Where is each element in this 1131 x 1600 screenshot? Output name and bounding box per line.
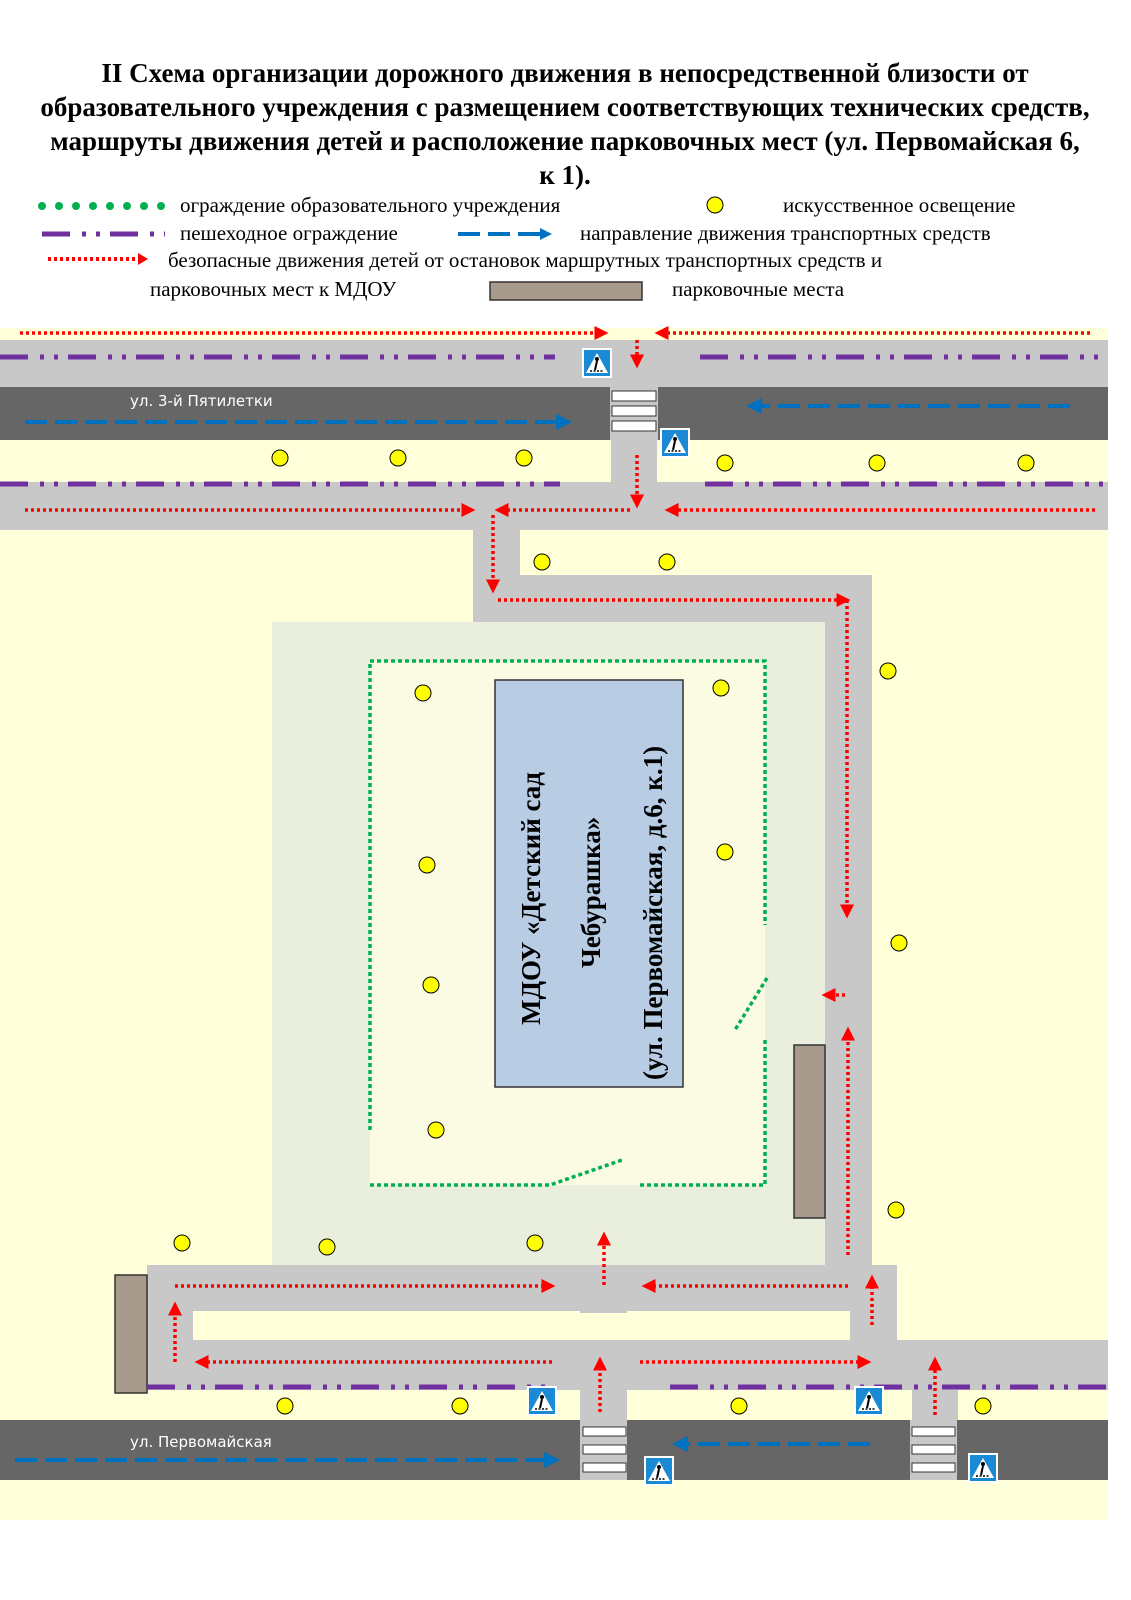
pedestrian-fence: [0, 354, 1108, 1390]
legend-lamp-icon: [706, 196, 724, 214]
lamp-icon: [173, 1234, 191, 1252]
page-title: II Схема организации дорожного движения …: [40, 58, 1090, 190]
legend-pedestrian-fence-label: пешеходное ограждение: [180, 221, 398, 245]
legend-parking-label: парковочные места: [672, 277, 845, 301]
lamp-icon: [451, 1397, 469, 1415]
crosswalk-top: [610, 387, 658, 440]
lamp-icon: [868, 454, 886, 472]
crosswalk-sign-icon: [968, 1453, 998, 1483]
legend-lighting-label: искусственное освещение: [783, 193, 1016, 217]
lamp-icon: [712, 679, 730, 697]
children-route-arrows: [20, 326, 1095, 1415]
crosswalk-sign-icon: [527, 1386, 557, 1416]
legend-fence-label: ограждение образовательного учреждения: [180, 193, 561, 217]
building-label-line1: МДОУ «Детский сад: [516, 772, 546, 1025]
crosswalk-bottom-right: [910, 1420, 957, 1480]
street-label-top: ул. 3-й Пятилетки: [130, 392, 273, 410]
lamp-icon: [974, 1397, 992, 1415]
lamp-icon: [658, 553, 676, 571]
street-label-bottom: ул. Первомайская: [130, 1433, 272, 1451]
legend-parking-swatch: [489, 281, 643, 301]
legend-route-label-1: безопасные движения детей от остановок м…: [168, 248, 883, 272]
traffic-direction-arrows: [15, 398, 1070, 1468]
building-label-line2: Чебурашка»: [576, 817, 606, 968]
school-fence: [368, 659, 769, 1187]
lamp-icon: [515, 449, 533, 467]
legend-traffic-arrow: [458, 228, 552, 240]
lamp-icon: [276, 1397, 294, 1415]
street-lamps: [173, 449, 1035, 1415]
parking-lot-right: [793, 1044, 826, 1219]
kindergarten-building: [494, 679, 684, 1088]
building-label-line3: (ул. Первомайская, д.6, к.1): [638, 746, 668, 1080]
lamp-icon: [427, 1121, 445, 1139]
lamp-icon: [890, 934, 908, 952]
legend-route-arrow: [48, 253, 148, 265]
lamp-icon: [716, 843, 734, 861]
lamp-icon: [526, 1234, 544, 1252]
lamp-icon: [533, 553, 551, 571]
lamp-icon: [730, 1397, 748, 1415]
crosswalk-sign-icon: [660, 428, 690, 458]
lamp-icon: [271, 449, 289, 467]
crosswalk-sign-icon: [644, 1456, 674, 1486]
road-top: [0, 387, 1108, 440]
lamp-icon: [414, 684, 432, 702]
legend-traffic-label: направление движения транспортных средст…: [580, 221, 991, 245]
sidewalks: [0, 340, 1108, 1423]
lamp-icon: [389, 449, 407, 467]
legend-route-label-2: парковочных мест к МДОУ: [150, 277, 397, 301]
lamp-icon: [887, 1201, 905, 1219]
crosswalk-sign-icon: [854, 1386, 884, 1416]
lamp-icon: [422, 976, 440, 994]
lamp-icon: [716, 454, 734, 472]
parking-lot-left: [114, 1274, 148, 1394]
lamp-icon: [418, 856, 436, 874]
lamp-icon: [1017, 454, 1035, 472]
crosswalk-sign-icon: [582, 348, 612, 378]
lamp-icon: [879, 662, 897, 680]
lamp-icon: [318, 1238, 336, 1256]
crosswalk-bottom-left: [580, 1420, 627, 1480]
